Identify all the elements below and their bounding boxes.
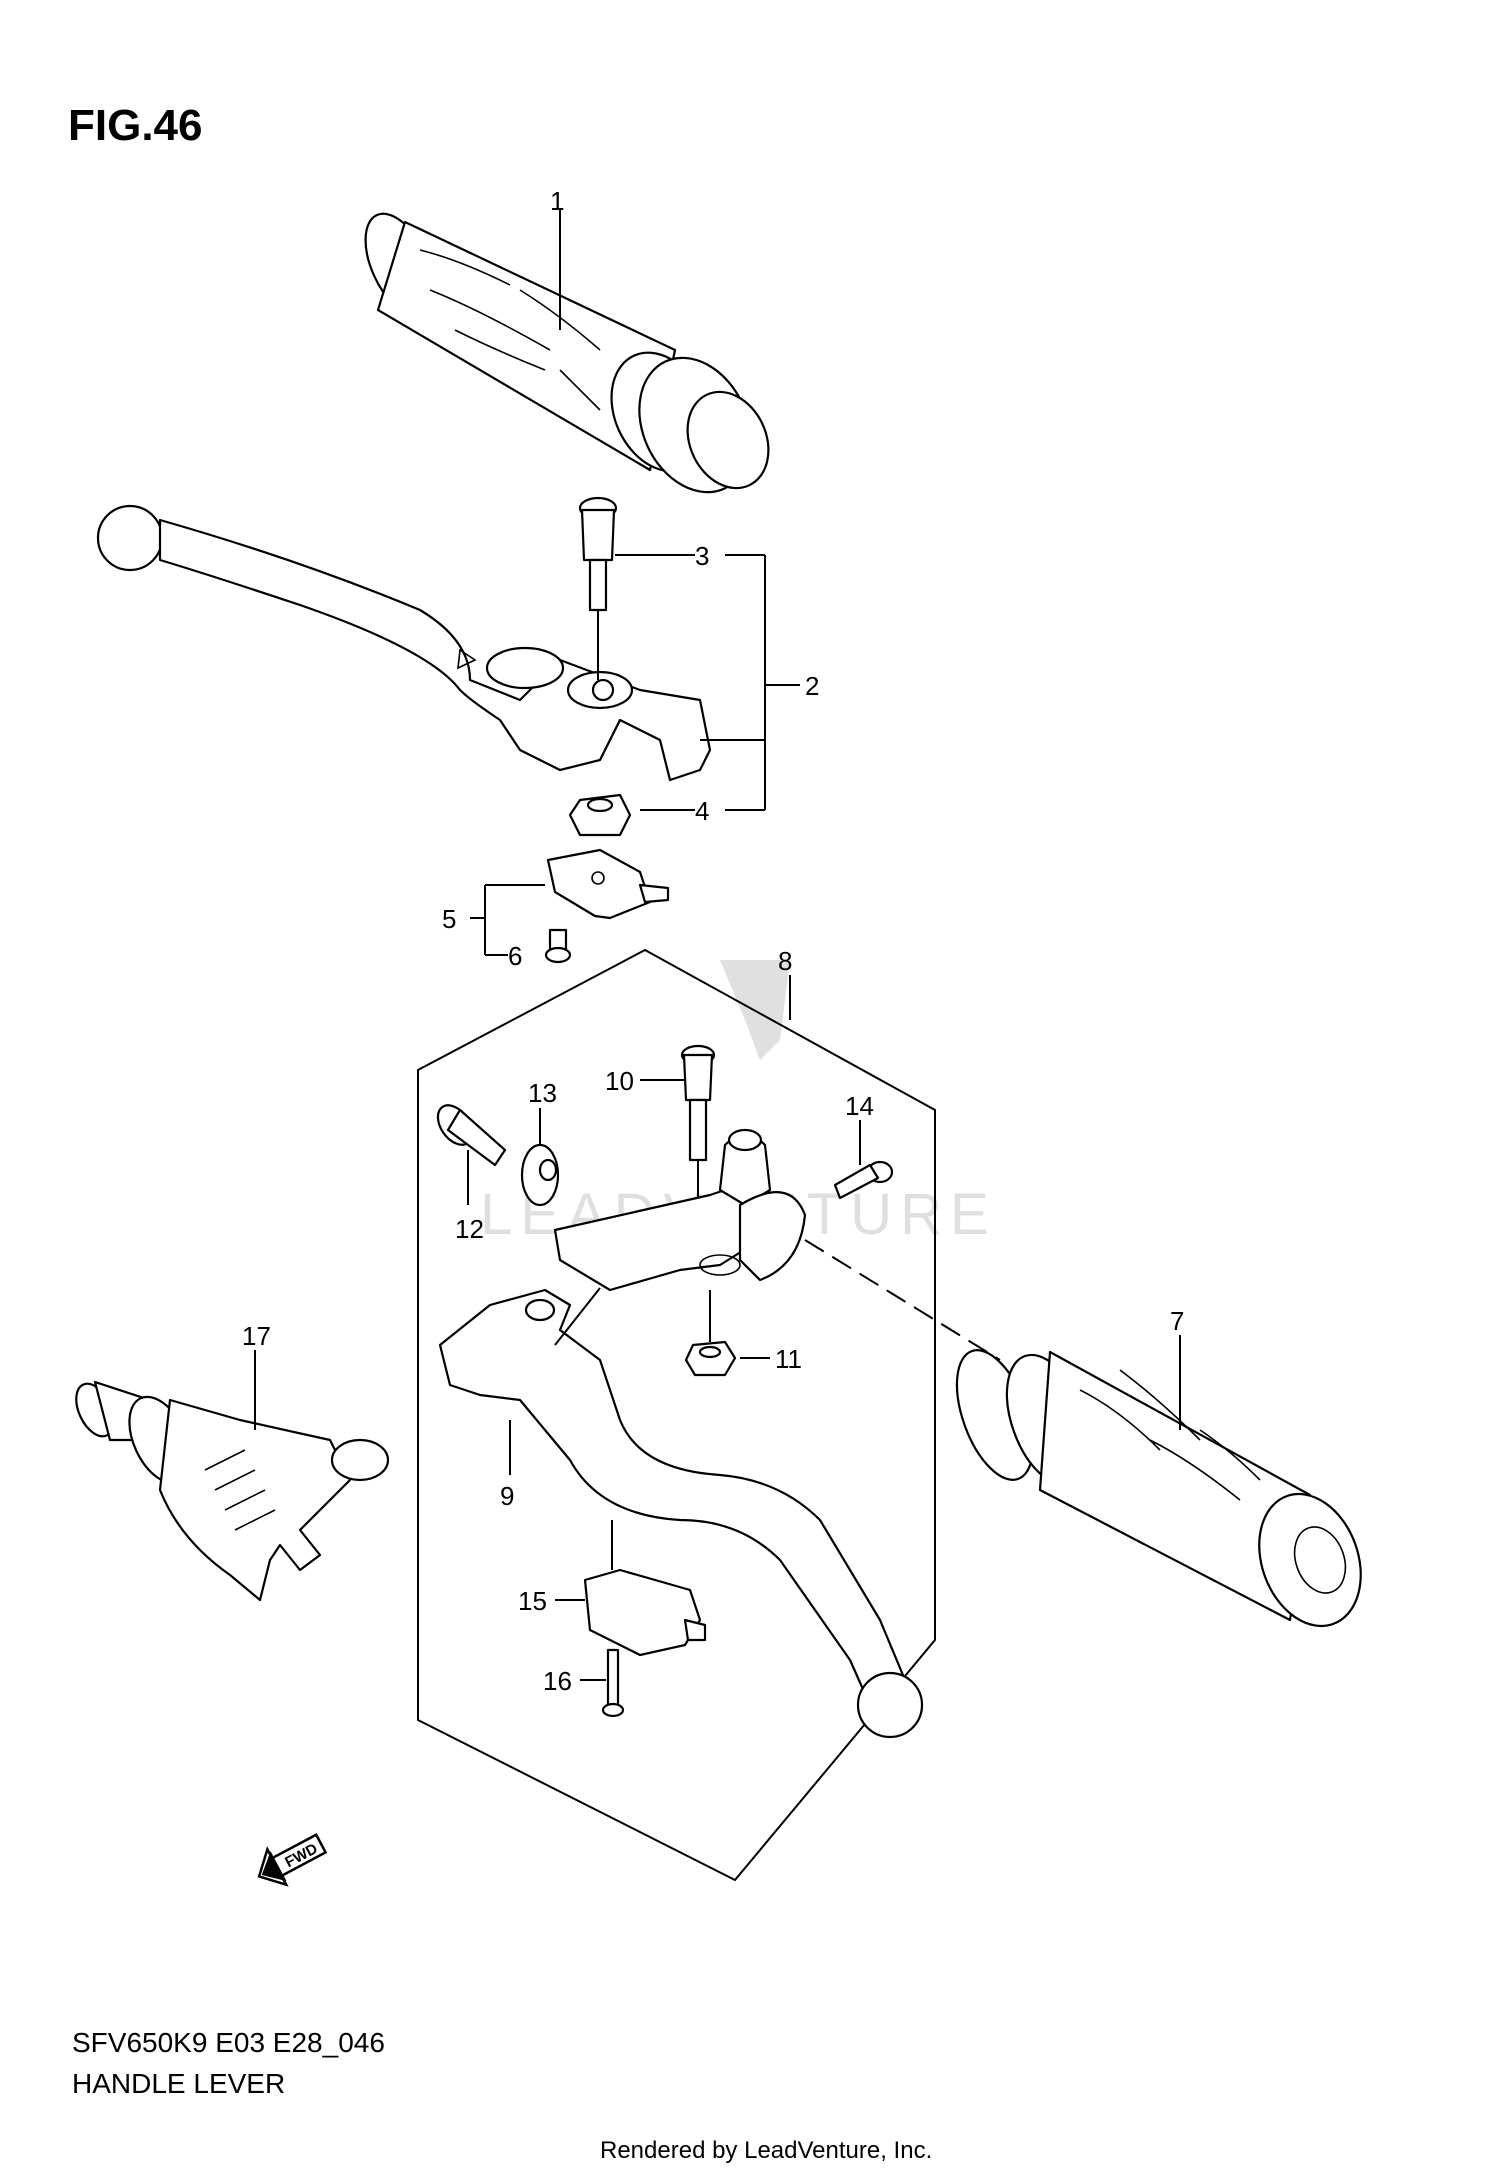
callout-5: 5	[442, 904, 456, 934]
section-name: HANDLE LEVER	[72, 2068, 285, 2099]
callout-12: 12	[455, 1214, 484, 1244]
callout-6: 6	[508, 941, 522, 971]
figure-title: FIG.46	[68, 101, 203, 150]
callout-16: 16	[543, 1666, 572, 1696]
part-14-clamp-bolt	[833, 1120, 894, 1200]
part-8-lever-holder	[553, 1128, 807, 1292]
callout-4: 4	[695, 796, 709, 826]
part-17-throttle-grip	[75, 1350, 390, 1602]
callout-10: 10	[605, 1066, 634, 1096]
assembly-dash-line	[804, 1239, 1001, 1361]
callout-9: 9	[500, 1481, 514, 1511]
callout-15: 15	[518, 1586, 547, 1616]
part-5-brake-switch	[546, 848, 670, 920]
callout-3: 3	[695, 541, 709, 571]
callout-bracket-5	[470, 884, 545, 956]
callout-8: 8	[778, 946, 792, 976]
assembly-line-a	[554, 1287, 601, 1346]
callout-7: 7	[1170, 1306, 1184, 1336]
callout-13: 13	[528, 1078, 557, 1108]
part-15-clutch-switch	[555, 1520, 707, 1657]
part-9-clutch-lever	[438, 1288, 924, 1739]
callout-1: 1	[550, 186, 564, 216]
callout-17: 17	[242, 1321, 271, 1351]
fwd-arrow-icon: FWD	[257, 1833, 328, 1887]
part-2-brake-lever	[96, 504, 712, 782]
part-3-lever-bolt	[578, 496, 618, 680]
assembly-8-outline	[417, 948, 936, 1882]
callout-14: 14	[845, 1091, 874, 1121]
callout-2: 2	[805, 671, 819, 701]
callout-bracket-2	[615, 554, 800, 811]
part-13-adjuster-washer	[520, 1108, 560, 1207]
part-7-grip-left	[955, 1335, 1362, 1628]
part-1-grip-right	[364, 210, 770, 494]
model-code: SFV650K9 E03 E28_046	[72, 2027, 385, 2058]
rendered-by: Rendered by LeadVenture, Inc.	[600, 2137, 932, 2164]
part-12-adjuster	[436, 1104, 507, 1205]
part-4-nut	[568, 793, 632, 837]
callout-11: 11	[775, 1344, 802, 1374]
part-11-nut	[684, 1290, 770, 1377]
part-6-screw	[544, 928, 572, 964]
part-16-screw	[580, 1648, 625, 1718]
